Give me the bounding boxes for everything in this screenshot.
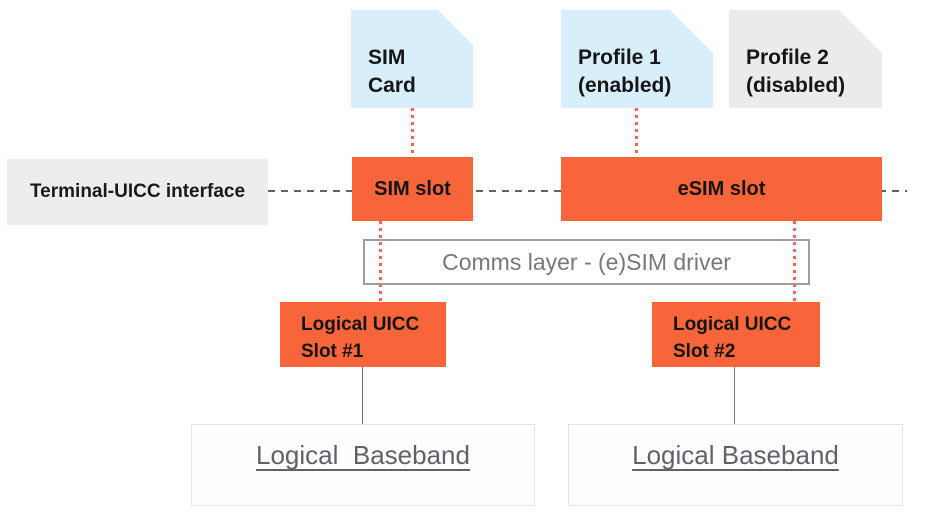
logical-baseband-1-label: Logical Baseband bbox=[256, 440, 470, 470]
connector-uicc-slot1-to-baseband1 bbox=[362, 367, 363, 424]
profile-2-label-line1: Profile 2 bbox=[746, 46, 829, 69]
comms-layer-label: Comms layer - (e)SIM driver bbox=[442, 248, 731, 275]
terminal-uicc-interface-label: Terminal-UICC interface bbox=[29, 181, 246, 202]
esim-slot-box: eSIM slot bbox=[561, 157, 882, 221]
profile-1-label-line2: (enabled) bbox=[578, 74, 672, 97]
profile-2-card: Profile 2 (disabled) bbox=[729, 10, 882, 108]
profile-1-label: Profile 1 (enabled) bbox=[578, 44, 671, 100]
sim-card-label-line1: SIM bbox=[368, 46, 406, 69]
logical-uicc-slot-1-label-line2: Slot #1 bbox=[301, 341, 364, 362]
logical-uicc-slot-1-label-line1: Logical UICC bbox=[301, 314, 420, 335]
sim-card-label-line2: Card bbox=[368, 74, 416, 97]
logical-uicc-slot-2-label-line2: Slot #2 bbox=[673, 341, 736, 362]
logical-uicc-slot-2-box: Logical UICC Slot #2 bbox=[652, 302, 820, 367]
dotted-connector-profile1-to-esimslot bbox=[635, 108, 638, 157]
connector-uicc-slot2-to-baseband2 bbox=[734, 367, 735, 424]
profile-1-label-line1: Profile 1 bbox=[578, 46, 661, 69]
profile-1-card: Profile 1 (enabled) bbox=[561, 10, 713, 108]
sim-card-label: SIM Card bbox=[368, 44, 416, 100]
esim-slot-label: eSIM slot bbox=[677, 177, 766, 200]
sim-slot-box: SIM slot bbox=[352, 157, 473, 221]
profile-2-label-line2: (disabled) bbox=[746, 74, 846, 97]
sim-card: SIM Card bbox=[351, 10, 473, 108]
logical-baseband-1-box: Logical Baseband bbox=[191, 424, 535, 506]
dotted-connector-esimslot-to-uicc-slot2 bbox=[793, 221, 796, 302]
dotted-connector-simslot-to-uicc-slot1 bbox=[379, 221, 382, 302]
sim-slot-label: SIM slot bbox=[374, 177, 451, 200]
logical-baseband-2-box: Logical Baseband bbox=[568, 424, 903, 506]
terminal-uicc-interface-box: Terminal-UICC interface bbox=[7, 159, 268, 225]
profile-2-label: Profile 2 (disabled) bbox=[746, 44, 845, 100]
comms-layer-box: Comms layer - (e)SIM driver bbox=[363, 239, 810, 285]
logical-uicc-slot-2-label-line1: Logical UICC bbox=[673, 314, 792, 335]
logical-uicc-slot-1-box: Logical UICC Slot #1 bbox=[280, 302, 446, 367]
dotted-connector-simcard-to-simslot bbox=[411, 108, 414, 157]
logical-baseband-2-label: Logical Baseband bbox=[632, 440, 839, 470]
